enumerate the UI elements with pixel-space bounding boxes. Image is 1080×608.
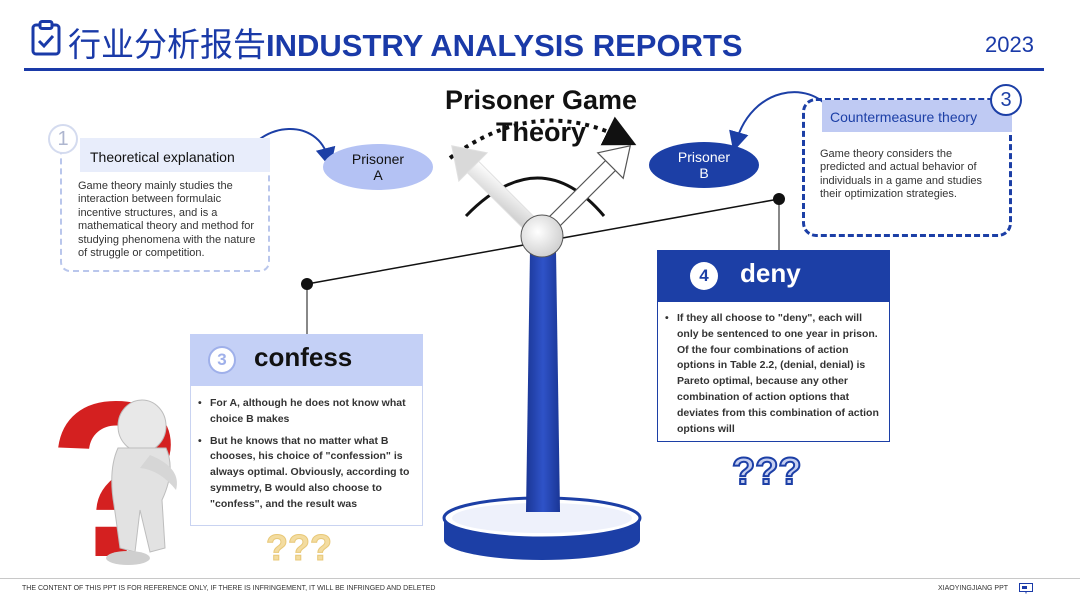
countermeasure-title: Countermeasure theory	[830, 109, 978, 125]
pivot-knob	[520, 214, 564, 258]
countermeasure-box	[802, 98, 1012, 237]
prisoner-a-line1: Prisoner	[351, 151, 405, 167]
prisoner-a-label: Prisoner A	[323, 144, 433, 190]
page-title-cn: 行业分析报告	[68, 25, 266, 64]
confess-number: 3	[208, 346, 236, 374]
connector-arrow-right	[729, 91, 831, 152]
page-title: 行业分析报告INDUSTRY ANALYSIS REPORTS	[68, 18, 743, 66]
prisoner-b-line1: Prisoner	[677, 149, 731, 165]
header-divider	[24, 68, 1044, 71]
footer-brand: XIAOYINGJIANG PPT	[938, 585, 1009, 592]
question-marks-left-icon: ???	[266, 527, 332, 568]
confess-bullet: But he knows that no matter what B choos…	[196, 434, 418, 513]
header-year: 2023	[985, 32, 1034, 57]
confess-bullet: For A, although he does not know what ch…	[196, 396, 418, 428]
theory-body: Game theory mainly studies the interacti…	[78, 180, 256, 260]
theory-box-header	[80, 138, 270, 172]
left-arrow	[451, 145, 545, 239]
footer-divider	[0, 578, 1080, 579]
clipboard-check-icon	[31, 20, 61, 56]
deny-number: 4	[690, 262, 718, 290]
scale-base	[442, 496, 642, 560]
prisoner-b-line2: B	[699, 165, 709, 181]
countermeasure-body: Game theory considers the predicted and …	[820, 148, 983, 201]
countermeasure-number: 3	[990, 84, 1022, 116]
dotted-arc-arrow	[448, 116, 637, 160]
theory-number: 1	[48, 124, 78, 154]
scale-pole	[526, 250, 560, 512]
pivot-arc	[464, 176, 606, 218]
thinking-figure-icon	[106, 399, 177, 565]
question-marks-right-icon: ???	[732, 451, 802, 493]
countermeasure-box-header	[822, 100, 1012, 132]
deny-body: If they all choose to "deny", each will …	[663, 311, 885, 443]
deny-bullet: If they all choose to "deny", each will …	[663, 311, 885, 437]
theory-title: Theoretical explanation	[90, 149, 235, 165]
deny-title: deny	[740, 258, 801, 288]
page-title-en: INDUSTRY ANALYSIS REPORTS	[266, 28, 743, 63]
main-title: Prisoner Game Theory	[444, 85, 638, 147]
confess-title: confess	[254, 342, 353, 372]
prisoner-a-line2: A	[373, 167, 383, 183]
confess-body: For A, although he does not know what ch…	[196, 396, 418, 519]
footer-disclaimer: THE CONTENT OF THIS PPT IS FOR REFERENCE…	[22, 585, 436, 592]
presentation-icon	[1019, 583, 1033, 594]
prisoner-b-label: Prisoner B	[649, 142, 759, 188]
